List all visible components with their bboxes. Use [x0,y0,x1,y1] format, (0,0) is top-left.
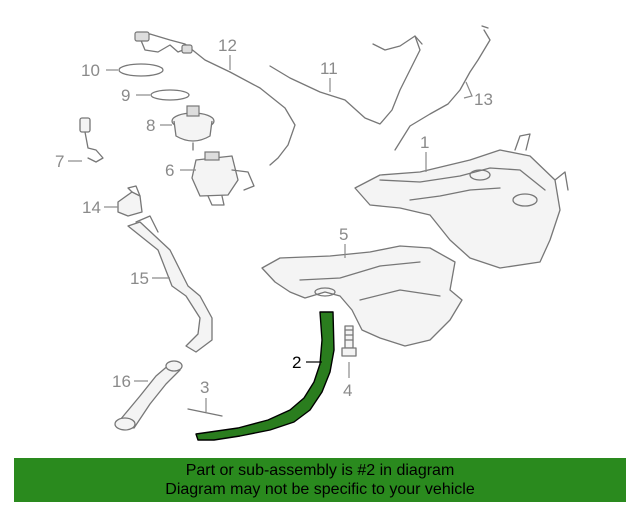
callout-16: 16 [112,372,131,391]
part-6-pump [191,151,255,206]
leader-lines [68,55,473,412]
part-9-seal [150,89,190,101]
part-14-cap [117,185,143,217]
callout-12: 12 [218,36,237,55]
part-16-hose [114,360,183,431]
callout-9: 9 [121,86,130,105]
banner-line-1: Part or sub-assembly is #2 in diagram [185,462,455,479]
callout-5: 5 [339,225,348,244]
part-13-fuel-line [394,25,491,151]
callout-15: 15 [130,269,149,288]
part-2-strap [195,311,335,441]
callout-11: 11 [320,59,338,78]
part-11-vent-line [269,35,423,125]
part-15-filler-neck [127,215,213,353]
parts-diagram: 10 9 8 7 6 12 11 13 1 5 2 3 4 14 15 16 [55,25,569,441]
callout-4: 4 [343,381,352,400]
info-banner: Part or sub-assembly is #2 in diagram Di… [14,458,626,502]
part-1-fuel-tank [354,133,569,269]
callout-10: 10 [81,61,100,80]
part-4-bolt [341,325,357,357]
part-5-heat-shield [261,245,463,347]
part-12-harness [134,31,296,166]
callout-6: 6 [165,161,174,180]
banner-line-2: Diagram may not be specific to your vehi… [165,481,475,498]
callout-14: 14 [82,198,101,217]
callout-8: 8 [146,116,155,135]
part-10-gasket [118,63,164,77]
callout-2: 2 [292,353,301,372]
part-7-bracket [79,117,104,163]
callout-3: 3 [200,378,209,397]
part-8-sender [171,105,215,151]
callout-1: 1 [420,133,429,152]
callout-13: 13 [474,90,493,109]
part-3-pin [187,408,223,417]
callout-7: 7 [55,152,64,171]
